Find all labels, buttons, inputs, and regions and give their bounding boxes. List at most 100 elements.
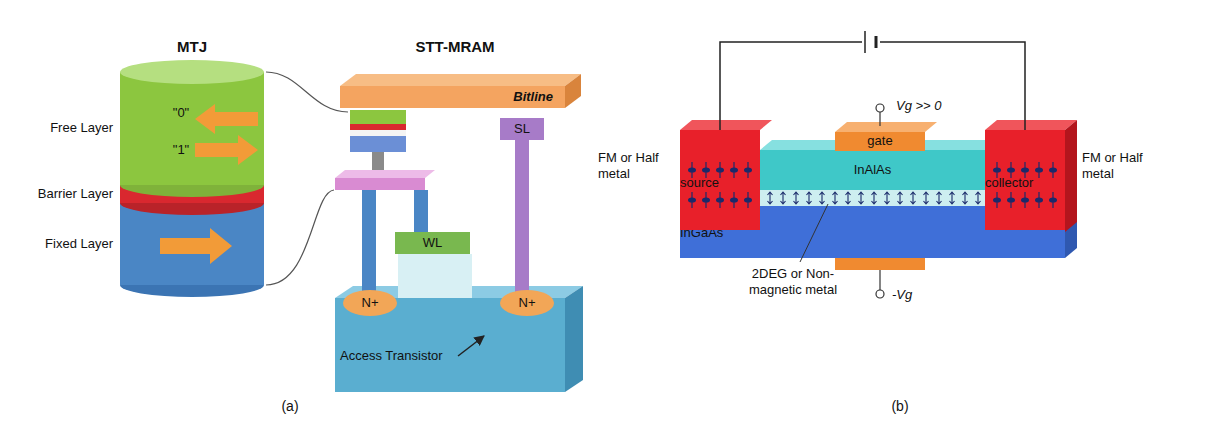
- layer-name: collector: [985, 176, 1033, 191]
- spin-dot: [1049, 192, 1057, 208]
- shape: [688, 197, 696, 202]
- figure-label: Free Layer: [8, 120, 113, 136]
- figure-label: FM or Half metal: [598, 150, 670, 181]
- spin-arrow: [911, 192, 916, 204]
- shape: [362, 190, 376, 298]
- spin-arrow: [872, 192, 877, 204]
- leader-line: [800, 204, 828, 262]
- spin-arrow: [833, 192, 838, 204]
- layer-box: N+: [500, 290, 554, 316]
- spin-dot: [730, 162, 738, 178]
- layer-name: WL: [423, 236, 443, 251]
- shape: [1021, 197, 1029, 202]
- figure-label: "0": [170, 105, 192, 121]
- spin-arrow: [794, 192, 799, 204]
- shape: [1024, 192, 1025, 208]
- shape: [688, 167, 696, 172]
- spin-arrow: [937, 192, 942, 204]
- spin-arrow: [807, 192, 812, 204]
- shape: [862, 30, 880, 54]
- figure-label: Barrier Layer: [8, 186, 113, 202]
- circuit-wire: [720, 42, 1025, 130]
- shape: [993, 167, 1001, 172]
- spin-dot: [1007, 162, 1015, 178]
- spin-dot: [1049, 162, 1057, 178]
- spin-dot: [1021, 162, 1029, 178]
- spin-dot: [744, 192, 752, 208]
- shape: [719, 162, 720, 178]
- spin-dot: [730, 192, 738, 208]
- shape: [1049, 167, 1057, 172]
- spin-dot: [993, 162, 1001, 178]
- shape: [730, 167, 738, 172]
- via-pillar: [362, 140, 529, 298]
- shape: [350, 124, 406, 130]
- figure-label: -Vg: [892, 287, 932, 303]
- spin-arrow: [768, 192, 773, 204]
- shape: [1010, 162, 1011, 178]
- spin-arrow: [976, 192, 981, 204]
- layer-box: source: [680, 130, 760, 230]
- shape: [350, 130, 406, 136]
- shape: [716, 167, 724, 172]
- figure-label: (b): [880, 398, 920, 415]
- shape: [160, 228, 232, 264]
- shape: [702, 167, 710, 172]
- shape: [372, 152, 384, 170]
- figure-label: Access Transistor: [340, 348, 456, 364]
- mtj-stack: [335, 110, 435, 190]
- shape: [879, 270, 880, 290]
- spin-dot: [993, 192, 1001, 208]
- figure-label: 2DEG or Non-magnetic metal: [728, 266, 858, 297]
- shape: [1024, 162, 1025, 178]
- layer-box: SL: [500, 118, 544, 140]
- spin-dot: [702, 192, 710, 208]
- spin-dot: [702, 162, 710, 178]
- shape: [1052, 162, 1053, 178]
- layer-box: gate: [835, 132, 925, 151]
- shape: [195, 135, 258, 165]
- shape: [1035, 197, 1043, 202]
- shape: [1038, 162, 1039, 178]
- shape: [266, 190, 334, 285]
- shape: [876, 104, 884, 112]
- shape: [1007, 167, 1015, 172]
- spin-arrow: [885, 192, 890, 204]
- shape: [680, 120, 772, 130]
- shape: [835, 258, 925, 270]
- shape: [730, 197, 738, 202]
- shape: [515, 140, 529, 298]
- shape: [1052, 192, 1053, 208]
- layer-name: gate: [867, 134, 892, 149]
- figure-label: STT-MRAM: [395, 38, 515, 56]
- shape: [120, 72, 264, 185]
- shape: [744, 197, 752, 202]
- spin-arrow: [898, 192, 903, 204]
- battery-symbol: [862, 30, 880, 54]
- layer-box: collector: [985, 130, 1065, 230]
- shape: [996, 192, 997, 208]
- layer-name: N+: [519, 296, 536, 311]
- shape: [1065, 120, 1077, 232]
- spin-arrow: [859, 192, 864, 204]
- shape: [1038, 192, 1039, 208]
- spin-symbols: [688, 162, 1057, 208]
- spin-dot: [1035, 192, 1043, 208]
- shape: [760, 190, 985, 206]
- shape: [1010, 192, 1011, 208]
- spin-dot: [688, 162, 696, 178]
- spin-dot: [1007, 192, 1015, 208]
- spin-dot: [1021, 192, 1029, 208]
- figure-label: Vg >> 0: [896, 98, 976, 114]
- shape: [340, 74, 581, 86]
- shape: [335, 170, 435, 178]
- spin-arrow: [950, 192, 955, 204]
- spin-dot: [688, 192, 696, 208]
- layer-name: InAlAs: [854, 163, 892, 178]
- shape: [733, 162, 734, 178]
- shape: [705, 192, 706, 208]
- shape: [996, 162, 997, 178]
- spin-dot: [1035, 162, 1043, 178]
- shape: [993, 197, 1001, 202]
- shape: [691, 162, 692, 178]
